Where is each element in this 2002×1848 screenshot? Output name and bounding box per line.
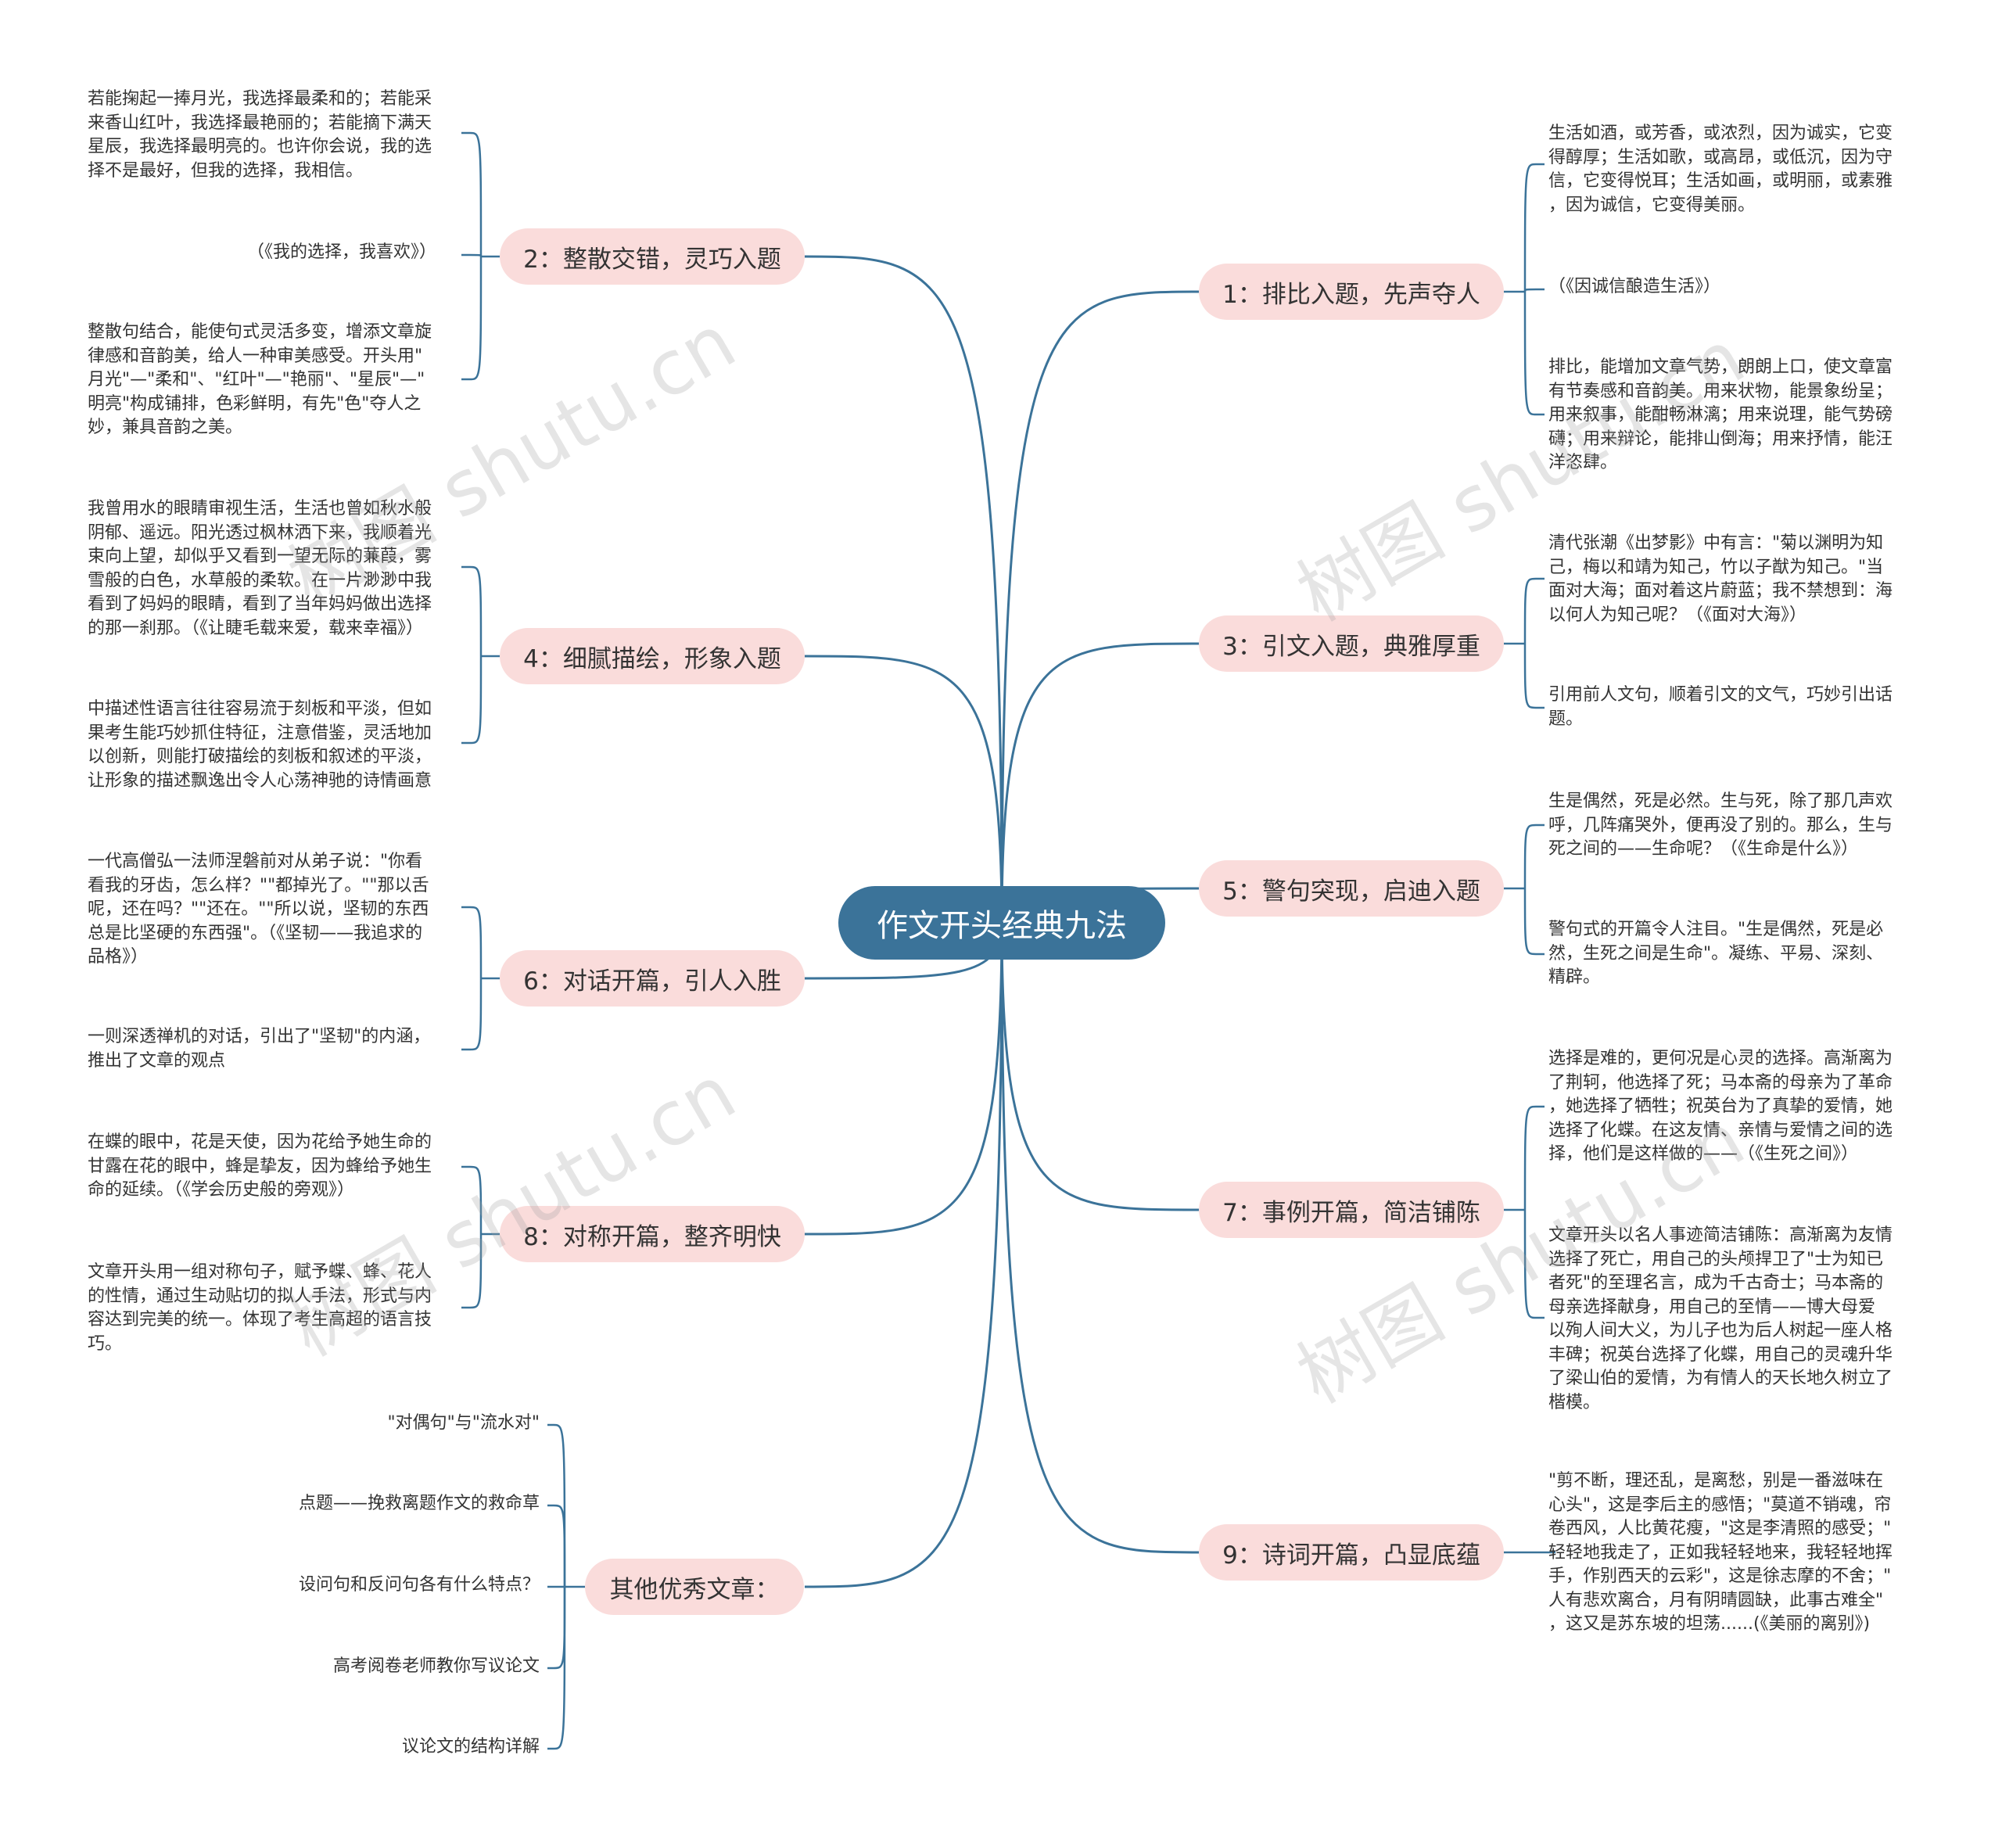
branch-1[interactable]: 1：排比入题，先声夺人 — [1199, 264, 1504, 320]
connector-line — [1523, 291, 1545, 416]
leaf-4-1: 我曾用水的眼睛审视生活，生活也曾如秋水般 阴郁、遥远。阳光透过枫林洒下来，我顺着… — [88, 499, 432, 638]
connector-line — [461, 978, 483, 1051]
connector-line — [1523, 643, 1545, 709]
branch-5[interactable]: 5：警句突现，启迪入题 — [1199, 860, 1504, 917]
connector-line — [804, 922, 1003, 1236]
branch-4[interactable]: 4：细腻描绘，形象入题 — [500, 628, 805, 684]
leaf-1-1: 生活如酒，或芳香，或浓烈，因为诚实，它变 得醇厚；生活如歌，或高昂，或低沉，因为… — [1548, 124, 1893, 215]
connector-line — [1523, 577, 1545, 644]
leaf-other-3[interactable]: 设问句和反问句各有什么特点？ — [298, 1575, 540, 1595]
leaf-6-1: 一代高僧弘一法师涅磐前对从弟子说："你看 看我的牙齿，怎么样？""都掉光了。""… — [88, 852, 429, 967]
connector-line — [461, 565, 483, 657]
connector-line — [1523, 288, 1545, 292]
connector-line — [461, 906, 483, 979]
connector-line — [1523, 163, 1545, 292]
leaf-other-5[interactable]: 议论文的结构详解 — [401, 1737, 540, 1756]
branch-6[interactable]: 6：对话开篇，引人入胜 — [500, 950, 805, 1007]
leaf-8-2: 文章开头用一组对称句子，赋予蝶、蜂、花人 的性情，通过生动贴切的拟人手法，形式与… — [88, 1262, 432, 1354]
connector-line — [461, 256, 483, 381]
connector-line — [1000, 922, 1200, 1211]
connector-line — [547, 1504, 566, 1588]
connector-line — [1523, 888, 1545, 956]
connector-line — [1000, 642, 1200, 924]
connector-line — [461, 1233, 483, 1309]
leaf-other-4[interactable]: 高考阅卷老师教你写议论文 — [332, 1656, 540, 1676]
leaf-9-1: "剪不断，理还乱，是离愁，别是一番滋味在 心头"，这是李后主的感悟；"莫道不销魂… — [1548, 1471, 1893, 1634]
connector-line — [804, 655, 1003, 924]
connector-line — [461, 655, 483, 745]
leaf-7-2: 文章开头以名人事迹简洁铺陈：高渐离为友情 选择了死亡，用自己的头颅捍卫了"士为知… — [1548, 1225, 1893, 1412]
branch-3[interactable]: 3：引文入题，典雅厚重 — [1199, 615, 1504, 672]
leaf-2-1: 若能掬起一捧月光，我选择最柔和的；若能采 来香山红叶，我选择最艳丽的；若能摘下满… — [88, 89, 432, 181]
leaf-other-2[interactable]: 点题——挽救离题作文的救命草 — [298, 1494, 540, 1513]
leaf-2-3: 整散句结合，能使句式灵活多变，增添文章旋 律感和音韵美，给人一种审美感受。开头用… — [88, 322, 432, 437]
leaf-3-1: 清代张潮《出梦影》中有言："菊以渊明为知 己，梅以和靖为知己，竹以子猷为知己。"… — [1548, 533, 1893, 625]
connector-line — [461, 253, 483, 257]
leaf-1-3: 排比，能增加文章气势，朗朗上口，使文章富 有节奏感和音韵美。用来状物，能景象纷呈… — [1548, 357, 1893, 472]
root-topic[interactable]: 作文开头经典九法 — [838, 886, 1165, 960]
branch-7[interactable]: 7：事例开篇，简洁铺陈 — [1199, 1182, 1504, 1238]
connector-line — [804, 922, 1003, 1588]
leaf-2-2: （《我的选择，我喜欢》） — [246, 242, 436, 262]
leaf-5-1: 生是偶然，死是必然。生与死，除了那几声欢 呼，几阵痛哭外，便再没了别的。那么，生… — [1548, 791, 1893, 859]
leaf-4-2: 中描述性语言往往容易流于刻板和平淡，但如 果考生能巧妙抓住特征，注意借鉴，灵活地… — [88, 699, 432, 791]
leaf-3-2: 引用前人文句，顺着引文的文气，巧妙引出话 题。 — [1548, 685, 1893, 729]
connector-line — [547, 1586, 566, 1670]
leaf-8-1: 在蝶的眼中，花是天使，因为花给予她生命的 甘露在花的眼中，蜂是挚友，因为蜂给予她… — [88, 1132, 432, 1200]
connector-line — [1523, 1209, 1545, 1319]
connector-line — [461, 131, 483, 257]
connector-line — [1000, 922, 1200, 1554]
connector-line — [804, 255, 1003, 924]
branch-other[interactable]: 其他优秀文章： — [585, 1559, 804, 1615]
connector-line — [547, 1586, 566, 1750]
branch-2[interactable]: 2：整散交错，灵巧入题 — [500, 228, 805, 285]
connector-line — [1000, 290, 1200, 924]
connector-line — [461, 1165, 483, 1235]
branch-9[interactable]: 9：诗词开篇，凸显底蕴 — [1199, 1524, 1504, 1581]
connector-line — [1523, 824, 1545, 889]
leaf-other-1[interactable]: "对偶句"与"流水对" — [387, 1413, 540, 1433]
leaf-5-2: 警句式的开篇令人注目。"生是偶然，死是必 然，生死之间是生命"。凝练、平易、深刻… — [1548, 920, 1884, 987]
leaf-7-1: 选择是难的，更何况是心灵的选择。高渐离为 了荆轲，他选择了死；马本斋的母亲为了革… — [1548, 1049, 1893, 1164]
leaf-6-2: 一则深透禅机的对话，引出了"坚韧"的内涵， 推出了文章的观点 — [88, 1027, 431, 1071]
branch-8[interactable]: 8：对称开篇，整齐明快 — [500, 1206, 805, 1262]
connector-line — [1523, 1105, 1545, 1211]
leaf-1-2: （《因诚信酿造生活》） — [1548, 277, 1721, 296]
